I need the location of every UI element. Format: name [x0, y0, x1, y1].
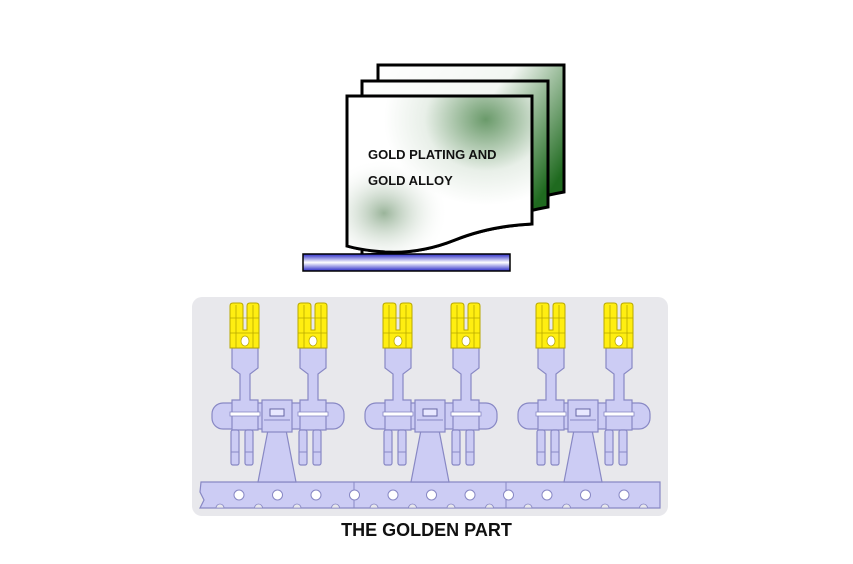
- contact-right: [297, 302, 329, 466]
- gold-plated-tip: [297, 302, 328, 349]
- strip-hole: [272, 489, 283, 501]
- gold-plated-tip: [229, 302, 260, 349]
- strip-notch: [369, 503, 379, 509]
- contact-left: [229, 302, 261, 466]
- contact-left: [535, 302, 567, 466]
- strip-notch: [639, 503, 648, 509]
- strip-hole: [349, 489, 360, 501]
- connector-unit: [517, 302, 651, 483]
- strip-notch: [292, 503, 302, 509]
- connector-unit: [211, 302, 345, 483]
- document-line-1: GOLD PLATING AND: [368, 147, 497, 162]
- strip-hole: [233, 489, 245, 501]
- strip-hole: [387, 489, 399, 501]
- strip-notch: [254, 503, 263, 509]
- strip-notch: [562, 503, 571, 509]
- document-line-2: GOLD ALLOY: [368, 173, 453, 188]
- plating-bar: [302, 253, 511, 272]
- document-stack-icon: GOLD PLATING AND GOLD ALLOY: [345, 63, 566, 257]
- strip-hole: [541, 489, 553, 501]
- connector-unit: [364, 302, 498, 483]
- contact-left: [382, 302, 414, 466]
- gold-plated-tip: [535, 302, 566, 349]
- gold-plated-tip: [450, 302, 481, 349]
- diagram-caption: THE GOLDEN PART: [341, 520, 512, 540]
- strip-hole: [464, 489, 476, 501]
- strip-notch: [523, 503, 533, 509]
- gold-plated-tip: [603, 302, 634, 349]
- strip-hole: [310, 489, 322, 501]
- strip-hole: [426, 489, 437, 501]
- strip-notch: [408, 503, 417, 509]
- strip-hole: [580, 489, 591, 501]
- strip-notch: [215, 503, 225, 509]
- strip-hole: [503, 489, 514, 501]
- strip-notch: [446, 503, 456, 509]
- strip-notch: [600, 503, 610, 509]
- gold-plated-tip: [382, 302, 413, 349]
- carrier-strip: [199, 481, 661, 509]
- contact-right: [450, 302, 482, 466]
- strip-notch: [485, 503, 494, 509]
- strip-notch: [331, 503, 340, 509]
- strip-hole: [618, 489, 630, 501]
- contact-right: [603, 302, 635, 466]
